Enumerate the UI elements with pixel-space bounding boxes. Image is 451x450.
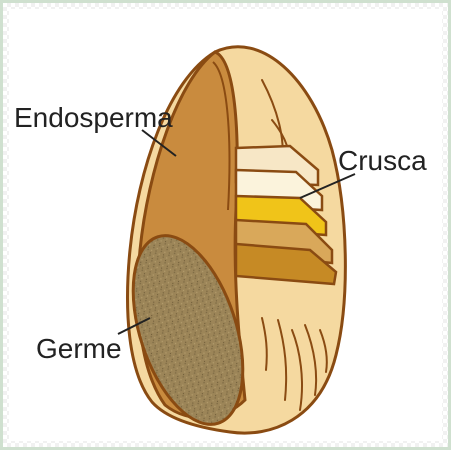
- germ-label: Germe: [36, 333, 122, 364]
- bran-label: Crusca: [338, 145, 427, 176]
- endosperm-label: Endosperma: [14, 102, 173, 133]
